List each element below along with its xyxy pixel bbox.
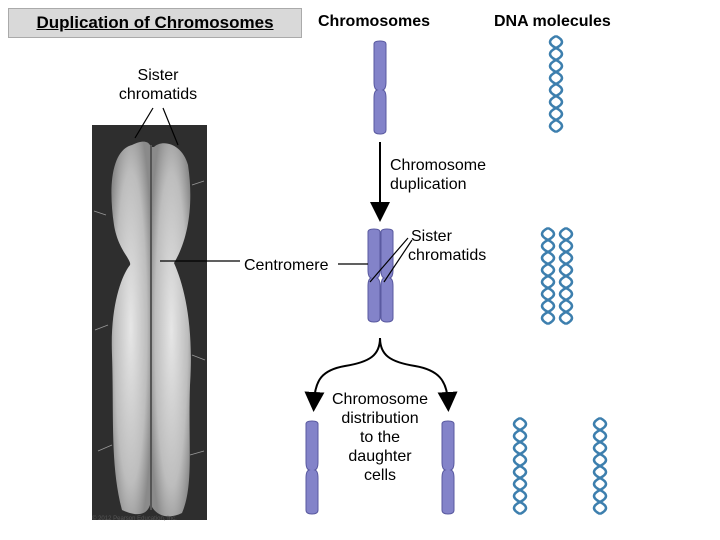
label-sister-chromatids-top: Sister chromatids: [118, 67, 198, 103]
chromosome-daughter-right: [441, 420, 455, 515]
dna-helix-duplicated: [540, 226, 574, 326]
label-chromosome-duplication: Chromosome duplication: [390, 157, 487, 193]
distribution-arrow-left: [304, 337, 381, 412]
chromosome-single-top: [373, 40, 387, 135]
pointer-sister-mid-right: [383, 239, 413, 283]
chromosome-duplicated: [367, 228, 394, 323]
pointer-sister-mid-left: [369, 237, 409, 283]
page-title: Duplication of Chromosomes: [8, 8, 302, 38]
dna-helix-daughter-right: [592, 416, 608, 516]
distribution-arrow-right: [379, 337, 458, 412]
label-chromosome-distribution: Chromosome distribution to the daughter …: [331, 391, 429, 484]
pointer-sister-top-left: [134, 107, 154, 139]
copyright-credit: © 2012 Pearson Education, Inc.: [92, 516, 177, 522]
chromosome-daughter-left: [305, 420, 319, 515]
header-chromosomes: Chromosomes: [318, 13, 431, 30]
dna-helix-top: [548, 34, 564, 134]
chromosome-micrograph: [92, 125, 207, 520]
header-dna-molecules: DNA molecules: [494, 13, 611, 30]
label-centromere: Centromere: [244, 257, 329, 274]
dna-helix-daughter-left: [512, 416, 528, 516]
micrograph-image: [93, 141, 206, 517]
pointer-sister-top-right: [162, 107, 179, 146]
label-sister-chromatids-mid: Sister chromatids: [408, 228, 487, 264]
